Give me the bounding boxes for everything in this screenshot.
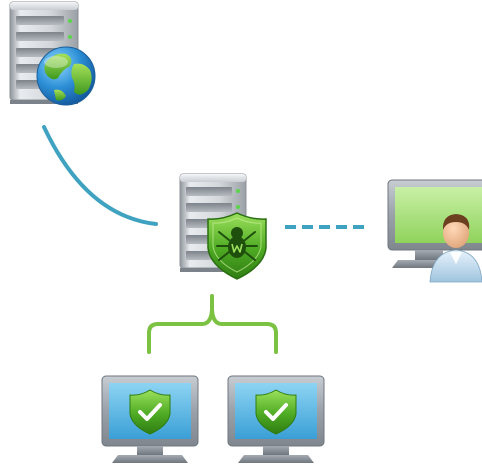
shield-check-icon	[255, 389, 297, 435]
internet-server	[9, 1, 96, 106]
protected-station-1	[101, 375, 199, 463]
internet-connection-line	[42, 125, 158, 226]
globe-icon	[36, 46, 96, 106]
user-icon	[429, 214, 482, 283]
protection-server	[179, 173, 267, 280]
shield-spider-icon	[207, 212, 267, 280]
stations-bracket-connector	[147, 294, 278, 354]
protected-station-2	[227, 375, 325, 463]
admin-workstation	[387, 179, 482, 283]
shield-check-icon	[129, 389, 171, 435]
